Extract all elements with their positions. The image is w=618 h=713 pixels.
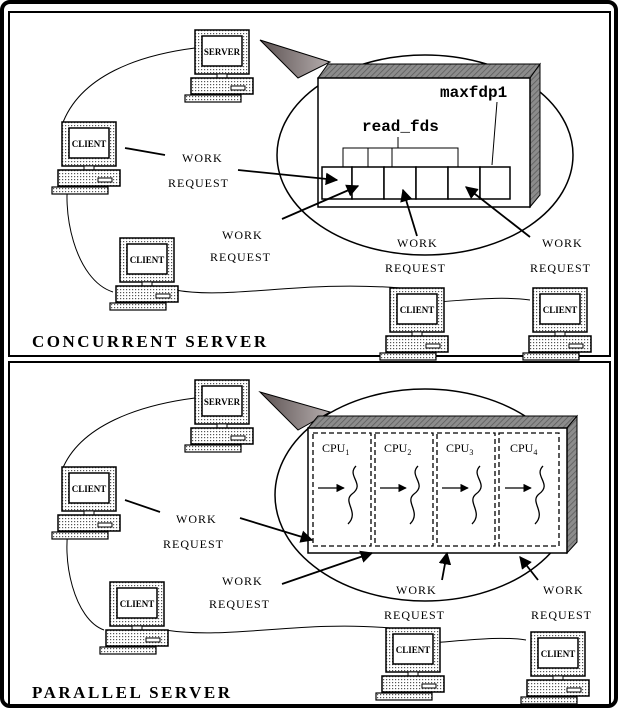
svg-text:WORK: WORK <box>396 583 437 597</box>
svg-text:WORK: WORK <box>222 574 263 588</box>
request-line <box>124 147 166 156</box>
parallel-server-caption: PARALLEL SERVER <box>32 683 233 702</box>
svg-text:WORK: WORK <box>543 583 584 597</box>
request-arrow <box>281 550 374 585</box>
request-arrow <box>281 184 360 220</box>
svg-text:REQUEST: REQUEST <box>384 608 445 622</box>
client-computer: CLIENT <box>522 287 592 361</box>
request-arrow <box>400 188 418 237</box>
svg-text:CLIENT: CLIENT <box>72 139 107 149</box>
work-request-label: WORK REQUEST <box>531 583 592 622</box>
fd-cell <box>479 166 511 200</box>
client-computer: CLIENT <box>51 121 121 195</box>
work-request-label: WORK REQUEST <box>209 574 270 611</box>
network-cable <box>61 47 531 303</box>
concurrent-panel-border <box>8 11 611 357</box>
svg-text:WORK: WORK <box>542 236 583 250</box>
cpu-2: CPU2 <box>374 432 434 547</box>
descriptor-set <box>321 166 511 200</box>
svg-text:REQUEST: REQUEST <box>209 597 270 611</box>
request-arrow <box>465 186 531 238</box>
parallel-panel-border <box>8 361 611 707</box>
server-computer: SERVER <box>184 379 254 453</box>
client-computer: CLIENT <box>379 287 449 361</box>
client-computer: CLIENT <box>51 466 121 540</box>
svg-text:REQUEST: REQUEST <box>531 608 592 622</box>
box-top <box>306 415 579 429</box>
concurrent-server-caption: CONCURRENT SERVER <box>32 332 269 351</box>
client-computer: CLIENT <box>375 627 445 701</box>
svg-text:CPU3: CPU3 <box>446 441 473 457</box>
svg-text:CLIENT: CLIENT <box>120 599 155 609</box>
svg-text:REQUEST: REQUEST <box>530 261 591 275</box>
concurrent-server-panel: read_fds maxfdp1 WORK REQUEST WORK REQUE… <box>32 29 592 361</box>
svg-text:REQUEST: REQUEST <box>168 176 229 190</box>
box-side <box>566 414 578 555</box>
svg-text:CLIENT: CLIENT <box>130 255 165 265</box>
work-request-label: WORK REQUEST <box>384 583 445 622</box>
client-computer: CLIENT <box>109 237 179 311</box>
request-arrow <box>519 556 539 581</box>
network-cable <box>61 397 527 644</box>
request-arrow <box>438 551 452 581</box>
svg-text:CLIENT: CLIENT <box>543 305 578 315</box>
fd-cell <box>383 166 417 200</box>
cpu-1: CPU1 <box>312 432 372 547</box>
cpu-3: CPU3 <box>436 432 496 547</box>
maxfdp1-pointer <box>491 101 498 166</box>
work-request-label: WORK REQUEST <box>168 151 229 190</box>
server-computer: SERVER <box>184 29 254 103</box>
svg-text:WORK: WORK <box>397 236 438 250</box>
work-request-label: WORK REQUEST <box>530 236 591 275</box>
read-fds-label: read_fds <box>362 118 439 136</box>
svg-text:WORK: WORK <box>182 151 223 165</box>
svg-text:REQUEST: REQUEST <box>163 537 224 551</box>
parallel-server-panel: CPU1 CPU2 CPU3 CPU4 WORK <box>32 379 592 705</box>
client-computer: CLIENT <box>520 631 590 705</box>
svg-text:CLIENT: CLIENT <box>400 305 435 315</box>
fd-cell <box>415 166 449 200</box>
work-request-label: WORK REQUEST <box>385 236 446 275</box>
fd-cell <box>351 166 385 200</box>
svg-text:WORK: WORK <box>222 228 263 242</box>
box-side <box>529 62 541 209</box>
read-fds-bracket <box>342 137 459 167</box>
svg-text:SERVER: SERVER <box>204 47 241 57</box>
svg-text:CLIENT: CLIENT <box>396 645 431 655</box>
svg-text:CPU4: CPU4 <box>510 441 537 457</box>
svg-text:REQUEST: REQUEST <box>210 250 271 264</box>
svg-text:CPU1: CPU1 <box>322 441 349 457</box>
cpu-4: CPU4 <box>498 432 560 547</box>
svg-text:CPU2: CPU2 <box>384 441 411 457</box>
svg-text:CLIENT: CLIENT <box>541 649 576 659</box>
svg-text:SERVER: SERVER <box>204 397 241 407</box>
box-top <box>317 63 541 79</box>
server-funnel <box>259 39 332 79</box>
maxfdp1-label: maxfdp1 <box>440 84 507 102</box>
request-arrow <box>239 517 314 543</box>
request-line <box>124 499 161 513</box>
svg-text:WORK: WORK <box>176 512 217 526</box>
work-request-label: WORK REQUEST <box>163 512 224 551</box>
request-arrow <box>237 169 339 186</box>
client-computer: CLIENT <box>99 581 169 655</box>
svg-text:CLIENT: CLIENT <box>72 484 107 494</box>
svg-text:REQUEST: REQUEST <box>385 261 446 275</box>
work-request-label: WORK REQUEST <box>210 228 271 264</box>
